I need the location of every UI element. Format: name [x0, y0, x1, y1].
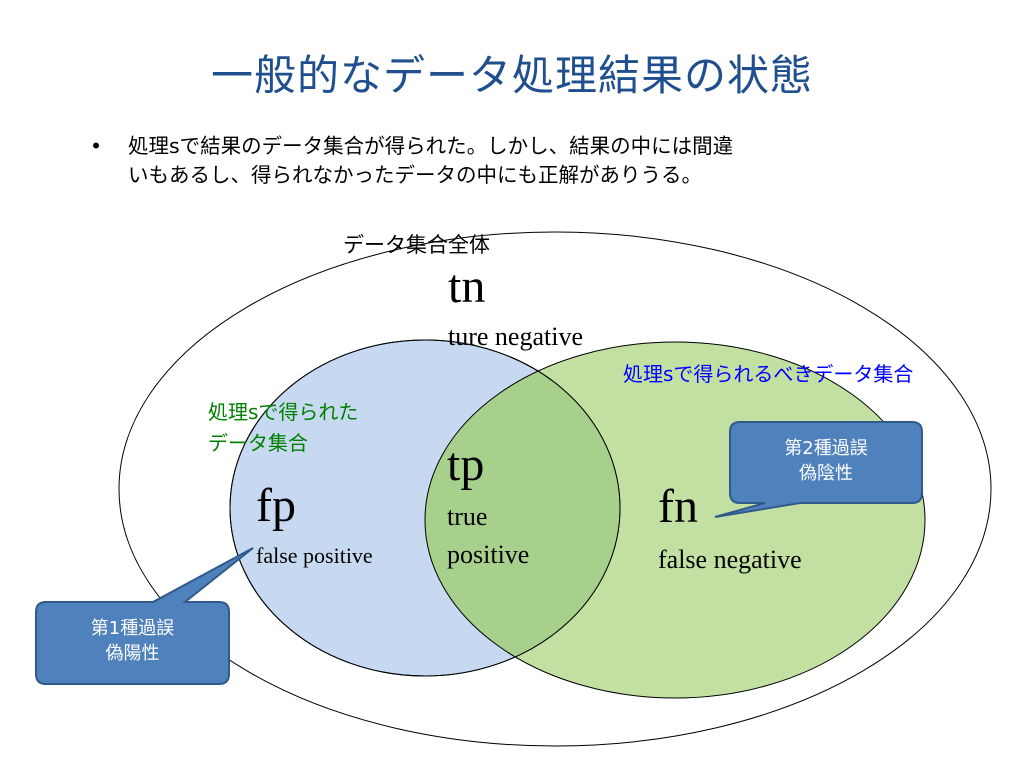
- obtained-set-outline: [229, 339, 621, 677]
- fp-full: false positive: [256, 543, 373, 568]
- tn-full: ture negative: [448, 322, 583, 351]
- tp-full-line2: positive: [447, 540, 530, 569]
- fp-abbr: fp: [256, 479, 296, 532]
- callout-type2-line1: 第2種過誤: [784, 438, 868, 459]
- tp-abbr: tp: [447, 438, 485, 491]
- callout-type2-shape: [714, 421, 923, 518]
- callout-type2: 第2種過誤 偽陰性: [730, 436, 922, 486]
- obtained-set-label-line1: 処理sで得られた: [208, 400, 359, 424]
- fn-full: false negative: [658, 545, 802, 574]
- callout-type2-line2: 偽陰性: [799, 463, 853, 484]
- slide-title: 一般的なデータ処理結果の状態: [210, 51, 813, 100]
- callout-type1-shape: [35, 547, 254, 685]
- fn-abbr: fn: [658, 480, 698, 533]
- bullet-line-2: いもあるし、得られなかったデータの中にも正解がありうる。: [128, 163, 702, 187]
- bullet-text: 処理sで結果のデータ集合が得られた。しかし、結果の中には間違 いもあるし、得られ…: [128, 132, 928, 190]
- tp-full-line1: true: [447, 502, 488, 531]
- callout-type1-line1: 第1種過誤: [90, 618, 175, 639]
- bullet-line-1: 処理sで結果のデータ集合が得られた。しかし、結果の中には間違: [128, 134, 734, 158]
- bullet-marker: •: [90, 134, 103, 158]
- tn-abbr: tn: [448, 260, 486, 313]
- callout-type1-line2: 偽陽性: [105, 643, 160, 664]
- universe-label: データ集合全体: [343, 233, 490, 257]
- callout-type1: 第1種過誤 偽陽性: [36, 616, 229, 666]
- overlap-region: [424, 341, 620, 676]
- expected-set-label: 処理sで得られるべきデータ集合: [623, 362, 914, 386]
- obtained-set-label-line2: データ集合: [208, 431, 308, 455]
